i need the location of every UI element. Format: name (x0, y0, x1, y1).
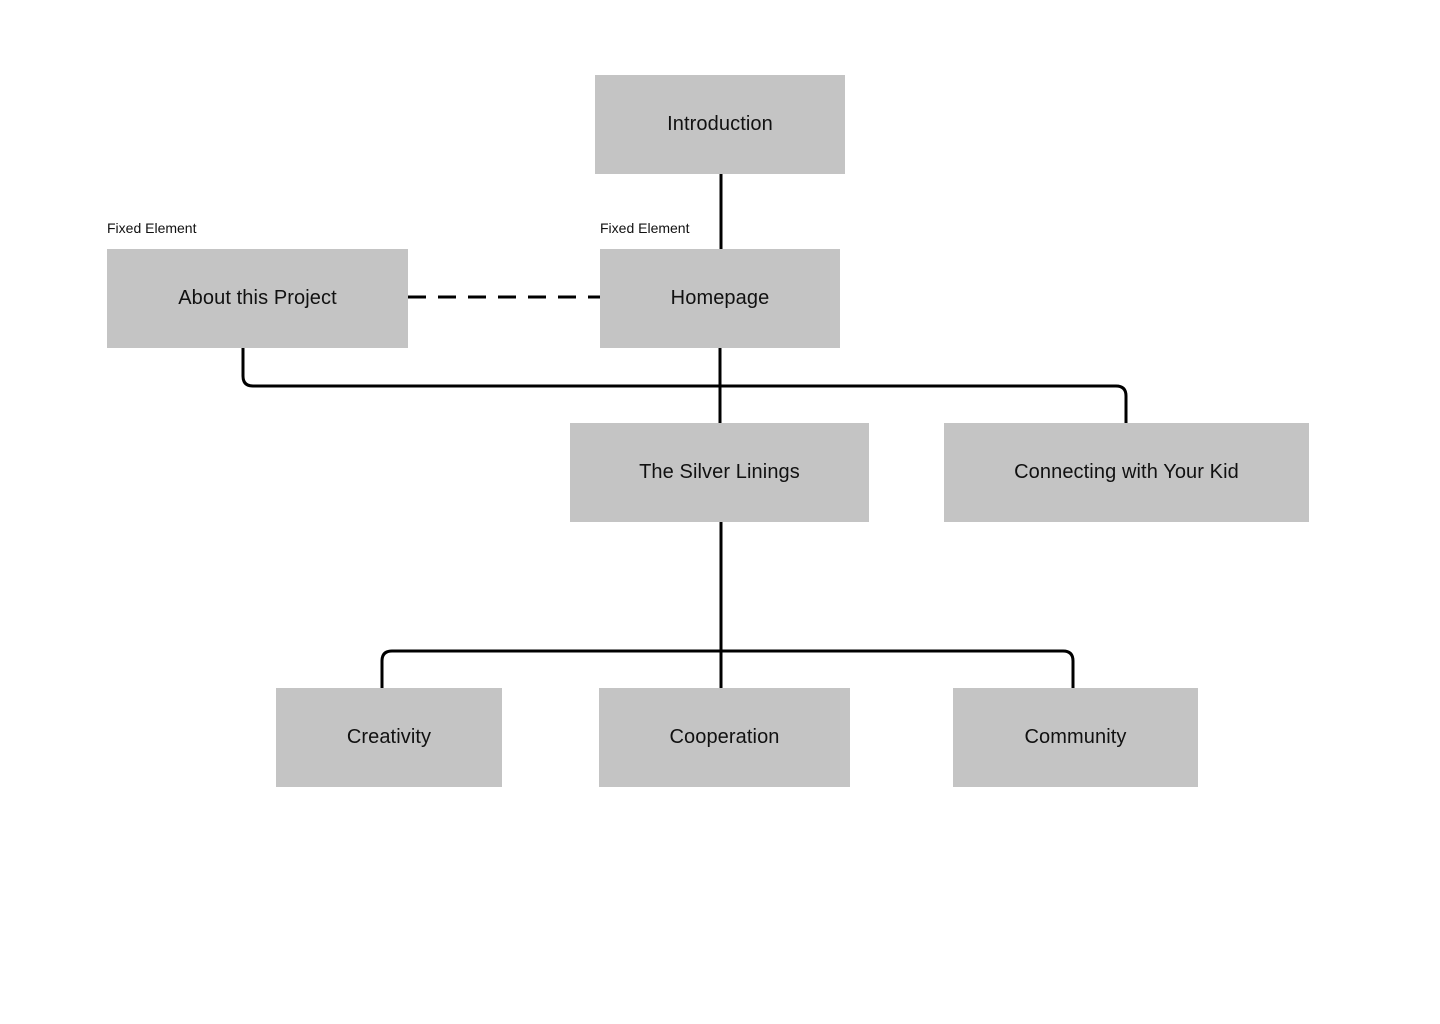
node-homepage[interactable]: Homepage (600, 249, 840, 348)
node-creativity[interactable]: Creativity (276, 688, 502, 787)
node-label: Homepage (670, 287, 770, 309)
node-label: The Silver Linings (639, 461, 800, 483)
node-label: Introduction (667, 113, 773, 135)
node-about-this-project[interactable]: About this Project (107, 249, 408, 348)
node-label: About this Project (178, 287, 337, 309)
fixed-element-tag-homepage: Fixed Element (600, 220, 690, 236)
node-connecting-with-your-kid[interactable]: Connecting with Your Kid (944, 423, 1309, 522)
node-introduction[interactable]: Introduction (595, 75, 845, 174)
node-label: Connecting with Your Kid (1014, 461, 1239, 483)
node-community[interactable]: Community (953, 688, 1198, 787)
connector-homepage-branches (241, 348, 1128, 423)
node-cooperation[interactable]: Cooperation (599, 688, 850, 787)
node-label: Cooperation (669, 726, 780, 748)
node-the-silver-linings[interactable]: The Silver Linings (570, 423, 869, 522)
node-label: Creativity (346, 726, 432, 748)
connector-silver-linings-branches (380, 649, 1075, 688)
node-label: Community (1024, 726, 1127, 748)
fixed-element-tag-about: Fixed Element (107, 220, 197, 236)
